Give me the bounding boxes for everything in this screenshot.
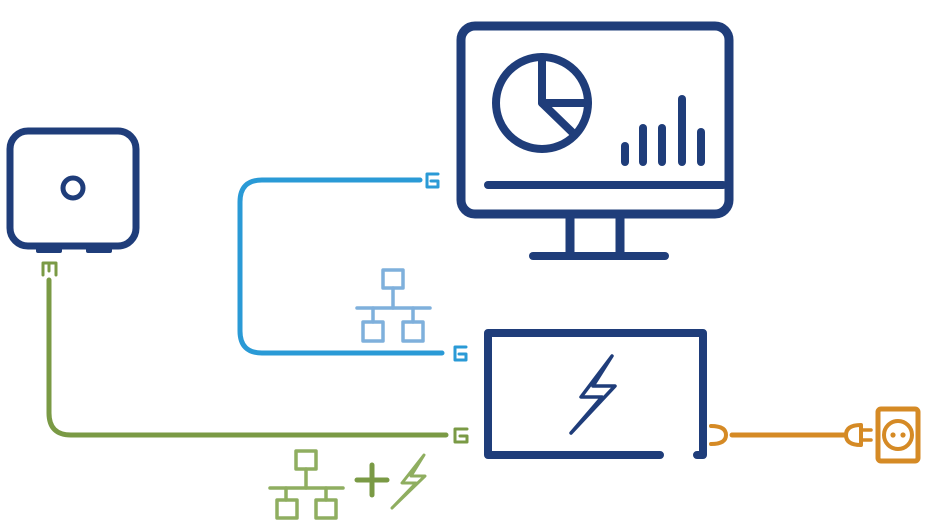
power-plug-icon [844,423,873,447]
ethernet-connector-icon [453,427,469,444]
poe-cable [46,277,449,438]
access-point-icon [6,127,140,253]
ethernet-connector-icon [41,261,58,277]
poe-injector-icon [484,329,707,459]
monitor-icon [456,21,734,260]
power-plug-icon [709,424,728,446]
lightning-icon [390,453,427,510]
network-icon [355,268,432,343]
plus-icon [354,462,390,498]
data-cable [237,177,445,356]
lightning-icon [569,354,617,435]
pie-chart-icon [492,53,592,153]
ethernet-connector-icon [411,172,440,189]
ethernet-connector-icon [453,345,468,362]
wall-socket-icon [875,406,921,464]
bar-chart-icon [621,95,705,166]
network-icon [268,449,345,520]
